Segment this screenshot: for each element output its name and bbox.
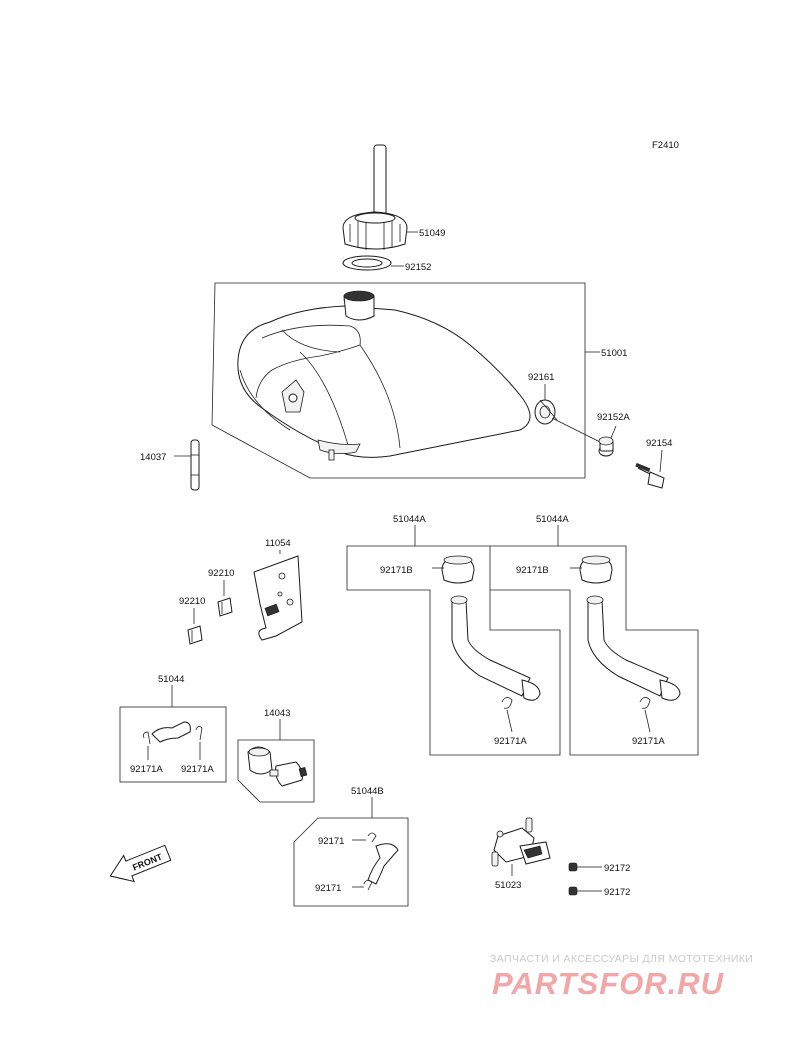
callout-14043: 14043 (264, 708, 290, 719)
hose-kit-51044-box (119, 706, 227, 783)
watermark-tagline: ЗАПЧАСТИ И АКСЕССУАРЫ ДЛЯ МОТОТЕХНИКИ (490, 953, 754, 965)
callout-92152A: 92152A (597, 412, 630, 423)
callout-92171A-2: 92171A (632, 736, 665, 747)
figure-code: F2410 (652, 140, 679, 151)
hose-kit-51044A-part-2 (579, 555, 681, 709)
callout-92152: 92152 (405, 262, 431, 273)
callout-92171-2: 92171 (315, 883, 341, 894)
grommet-part (534, 399, 558, 425)
callout-51001: 51001 (601, 348, 627, 359)
hose-kit-51044-part (143, 721, 203, 745)
callout-92172-2: 92172 (604, 887, 630, 898)
fuel-cap-part (342, 144, 408, 250)
callout-92171A-3: 92171A (130, 764, 163, 775)
callout-51044: 51044 (158, 674, 184, 685)
clamp-part-2 (187, 625, 203, 645)
callout-51044A-2: 51044A (536, 514, 569, 525)
hose-kit-51044B-box (293, 817, 409, 907)
callout-92171A-4: 92171A (181, 764, 214, 775)
callout-11054: 11054 (265, 538, 291, 549)
front-direction-arrow: FRONT (109, 844, 172, 883)
callout-92171B-2: 92171B (516, 565, 549, 576)
callout-92171A-1: 92171A (494, 736, 527, 747)
callout-92172-1: 92172 (604, 863, 630, 874)
callout-51044B: 51044B (351, 786, 384, 797)
bracket-plate-part (253, 555, 303, 641)
fuel-cock-part (491, 817, 551, 867)
fuel-tank-part (237, 290, 531, 461)
cap-gasket-part (342, 255, 392, 271)
callout-92161: 92161 (528, 372, 554, 383)
callout-51049: 51049 (419, 228, 445, 239)
screw-part-1 (568, 862, 588, 872)
callout-92210-2: 92210 (179, 596, 205, 607)
callout-92171-1: 92171 (318, 836, 344, 847)
callout-92154: 92154 (646, 438, 672, 449)
bolt-part (635, 463, 665, 489)
callout-51044A-1: 51044A (393, 514, 426, 525)
callout-14037: 14037 (140, 452, 166, 463)
hose-kit-51044B-part (363, 832, 399, 891)
clamp-part-1 (217, 597, 233, 617)
callout-92210-1: 92210 (208, 568, 234, 579)
hose-kit-51044A-part-1 (441, 555, 541, 709)
screw-part-2 (568, 886, 588, 896)
filter-box (237, 739, 315, 803)
hose-kit-51044A-box-1 (346, 545, 561, 756)
collar-part (598, 436, 614, 457)
fuel-filter-part (247, 746, 308, 787)
breather-hose-part (190, 439, 200, 491)
tank-assembly-bracket (211, 282, 586, 479)
callout-51023: 51023 (495, 880, 521, 891)
callout-92171B-1: 92171B (380, 565, 413, 576)
hose-kit-51044A-box-2 (490, 545, 699, 756)
watermark-logo: PARTSFOR.RU (492, 966, 725, 1001)
